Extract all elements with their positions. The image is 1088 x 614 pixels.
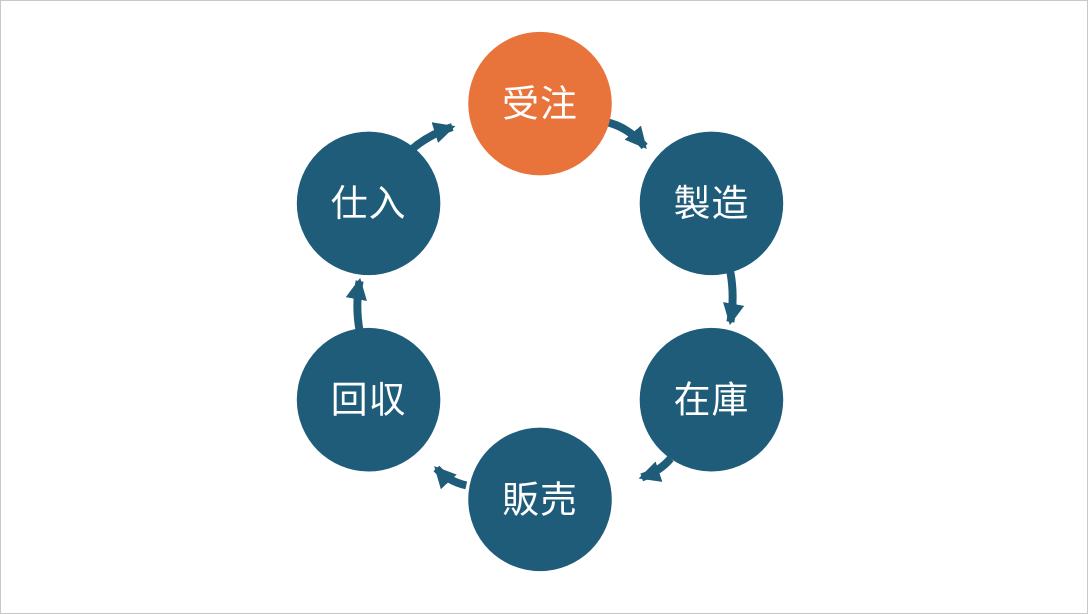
cycle-node-inventory: 在庫	[639, 327, 784, 472]
collection-circle	[296, 327, 441, 472]
manufacturing-label: 製造	[674, 183, 750, 224]
manufacturing-circle	[639, 131, 784, 276]
arrow-collection-to-purchasing	[345, 277, 367, 332]
inventory-label: 在庫	[674, 380, 750, 421]
arrow-sales-to-collection	[433, 465, 468, 490]
collection-label: 回収	[331, 380, 407, 421]
order-label: 受注	[502, 84, 578, 125]
arrow-order-to-manufacturing	[602, 117, 648, 150]
cycle-node-collection: 回収	[296, 327, 441, 472]
cycle-node-order: 受注	[468, 31, 612, 176]
inventory-circle	[639, 327, 784, 472]
cycle-node-sales: 販売	[468, 427, 612, 572]
purchasing-label: 仕入	[331, 183, 407, 224]
cycle-node-manufacturing: 製造	[639, 131, 784, 276]
sales-circle	[468, 427, 612, 572]
purchasing-circle	[296, 131, 441, 276]
cycle-node-purchasing: 仕入	[296, 131, 441, 276]
arrow-inventory-to-sales	[638, 455, 674, 482]
arrow-purchasing-to-order	[407, 122, 456, 154]
arrow-manufacturing-to-inventory	[723, 271, 745, 326]
sales-label: 販売	[502, 479, 578, 520]
order-circle	[468, 31, 612, 176]
